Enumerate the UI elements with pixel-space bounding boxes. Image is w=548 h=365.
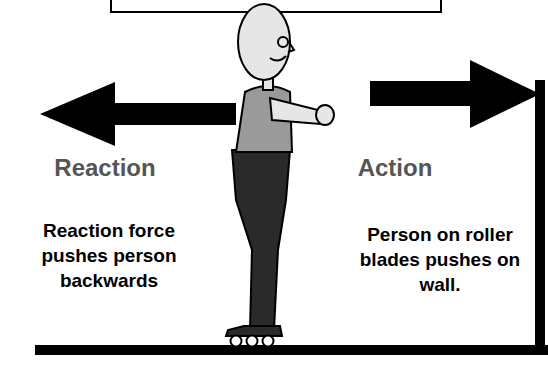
- skate-wheel: [263, 336, 274, 347]
- person-figure: [226, 4, 334, 347]
- skate-wheel: [231, 336, 242, 347]
- nose: [288, 42, 294, 52]
- fist: [316, 105, 334, 125]
- skate-wheel: [247, 336, 258, 347]
- action-arrow: [370, 60, 540, 128]
- reaction-arrow: [40, 82, 236, 146]
- eye: [278, 37, 288, 47]
- frame-shadow: [535, 80, 545, 355]
- frame-shadow: [35, 345, 548, 355]
- force-heading: Action: [325, 153, 465, 183]
- smile: [270, 56, 286, 61]
- legs: [232, 150, 290, 330]
- skate-boot: [226, 326, 282, 336]
- force-description: Reaction force pushes person backwards: [14, 218, 204, 293]
- force-heading: Reaction: [20, 153, 190, 183]
- arm: [270, 98, 320, 124]
- force-description: Person on roller blades pushes on wall.: [352, 222, 528, 297]
- head: [238, 4, 290, 80]
